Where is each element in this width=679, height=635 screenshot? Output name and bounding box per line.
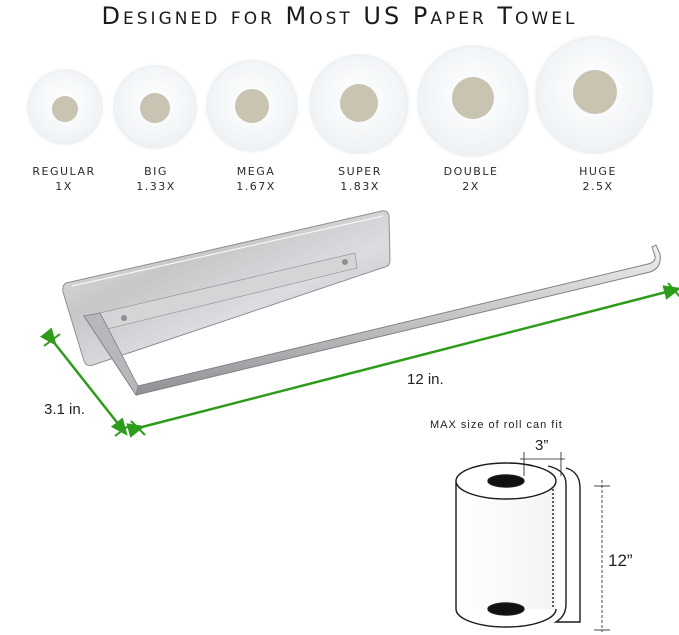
roll-factor: 1.67X bbox=[236, 180, 276, 193]
roll-factor: 1.33X bbox=[136, 180, 176, 193]
roll-label-super: SUPER 1.83X bbox=[310, 164, 410, 194]
roll-label-regular: REGULAR 1X bbox=[14, 164, 114, 194]
depth-label: 3.1 in. bbox=[44, 401, 85, 418]
screw-icon bbox=[342, 259, 348, 265]
core-size-label: 3” bbox=[535, 437, 549, 454]
roll-size-diagram bbox=[455, 452, 610, 632]
page-title: Designed for Most US Paper Towel bbox=[101, 2, 578, 30]
max-roll-caption: MAX size of roll can fit bbox=[430, 419, 563, 431]
screw-icon bbox=[121, 315, 127, 321]
roll-name: REGULAR bbox=[32, 165, 96, 178]
roll-label-big: BIG 1.33X bbox=[106, 164, 206, 194]
roll-core-double bbox=[452, 77, 494, 119]
roll-factor: 1X bbox=[55, 180, 73, 193]
roll-core-super bbox=[340, 84, 378, 122]
roll-core-big bbox=[140, 93, 170, 123]
roll-core-regular bbox=[52, 96, 78, 122]
roll-name: DOUBLE bbox=[443, 165, 499, 178]
roll-label-huge: HUGE 2.5X bbox=[548, 164, 648, 194]
roll-core-huge bbox=[573, 70, 617, 114]
roll-height-label: 12” bbox=[608, 551, 633, 570]
roll-label-double: DOUBLE 2X bbox=[421, 164, 521, 194]
roll-name: HUGE bbox=[579, 165, 617, 178]
roll-factor: 2X bbox=[462, 180, 480, 193]
roll-name: BIG bbox=[144, 165, 168, 178]
roll-core-mega bbox=[235, 89, 269, 123]
length-label: 12 in. bbox=[407, 371, 444, 388]
roll-label-mega: MEGA 1.67X bbox=[206, 164, 306, 194]
roll-name: SUPER bbox=[338, 165, 382, 178]
roll-factor: 2.5X bbox=[582, 180, 614, 193]
length-dimension-line bbox=[126, 282, 679, 438]
roll-name: MEGA bbox=[236, 165, 276, 178]
depth-dimension-line bbox=[39, 327, 132, 437]
roll-factor: 1.83X bbox=[340, 180, 380, 193]
